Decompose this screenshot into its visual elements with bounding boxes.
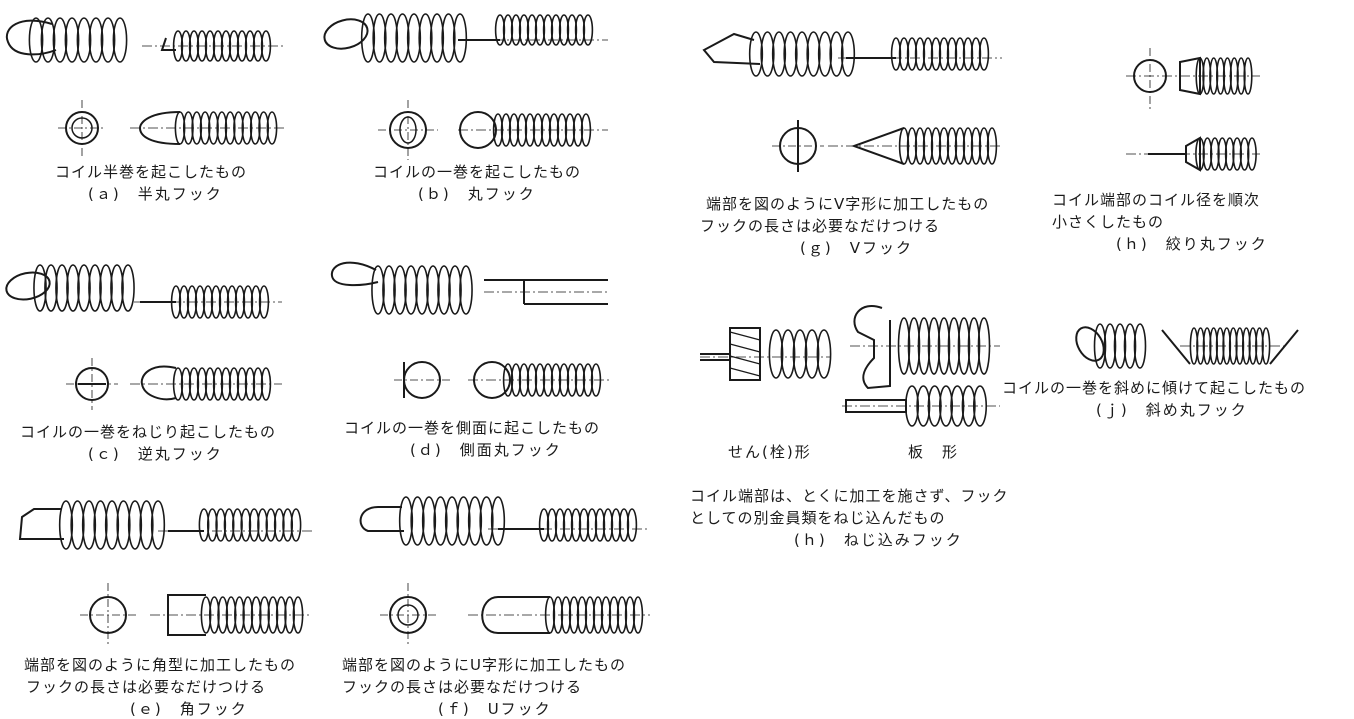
half-round-hook-drawing (5, 17, 285, 158)
tapered-coil-bottom (1126, 136, 1260, 172)
caption-line: 端部を図のようにU字形に加工したもの (342, 656, 626, 674)
coil-side-view (398, 496, 506, 546)
side-round-hook-drawing (330, 261, 610, 399)
plate-type (842, 305, 1000, 427)
coil-elevation (494, 14, 594, 46)
figure-g-v-hook: 端部を図のようにV字形に加工したもの フックの長さは必要なだけつける (ｇ) V… (690, 0, 1030, 270)
reduced-round-hook-drawing (1126, 48, 1260, 172)
screw-in-hook-drawing (700, 305, 1000, 427)
twisted-loop-hook (5, 271, 51, 301)
end-view (66, 358, 118, 410)
figure-j-inclined-round-hook: コイルの一巻を斜めに傾けて起こしたもの (ｊ) 斜め丸フック (1002, 300, 1354, 460)
figure-title: (ｈ) ねじ込みフック (794, 531, 963, 549)
caption-line: コイルの一巻をねじり起こしたもの (20, 423, 277, 441)
coil-side-view (371, 265, 473, 315)
caption-line: フックの長さは必要なだけつける (342, 678, 583, 696)
figure-a-half-round-hook: コイル半巻を起こしたもの (ａ) 半丸フック (0, 0, 300, 220)
caption-line: コイル端部は、とくに加工を施さず、フック (690, 487, 1009, 505)
inclined-round-hook-drawing (1075, 323, 1299, 369)
coil-section (768, 329, 832, 379)
end-view (772, 120, 824, 172)
caption-line: 端部を図のようにV字形に加工したもの (706, 195, 990, 213)
caption-line: コイルの一巻を側面に起こしたもの (344, 419, 601, 437)
figure-title: (ａ) 半丸フック (88, 185, 223, 203)
figure-title: (ｅ) 角フック (130, 700, 248, 718)
figure-e-square-hook: 端部を図のように角型に加工したもの フックの長さは必要なだけつける (ｅ) 角フ… (0, 475, 330, 719)
caption-line: としての別金員類をねじ込んだもの (690, 509, 946, 527)
figure-c-reverse-round-hook: コイルの一巻をねじり起こしたもの (ｃ) 逆丸フック (0, 250, 300, 470)
end-view (80, 583, 136, 647)
figure-d-side-round-hook: コイルの一巻を側面に起こしたもの (ｄ) 側面丸フック (318, 250, 638, 470)
inclined-loop-hook (1075, 326, 1105, 362)
figure-title: (ｈ) 絞り丸フック (1116, 235, 1268, 253)
plug-type (700, 327, 832, 381)
caption-line: 小さくしたもの (1052, 213, 1165, 231)
figure-title: (ｊ) 斜め丸フック (1096, 401, 1248, 419)
figure-title: (ｃ) 逆丸フック (88, 445, 223, 463)
figure-b-round-hook: コイルの一巻を起こしたもの (ｂ) 丸フック (318, 0, 638, 220)
end-view (58, 100, 106, 158)
square-loop-hook (18, 508, 64, 540)
figure-f-u-hook: 端部を図のようにU字形に加工したもの フックの長さは必要なだけつける (ｆ) U… (338, 475, 668, 719)
coil-side-view (1093, 323, 1147, 369)
end-view (394, 361, 452, 399)
round-hook-drawing (323, 13, 608, 160)
coil-elevation (538, 508, 638, 542)
coil-side-view (28, 17, 128, 63)
end-view (378, 100, 438, 160)
coil-side-view (748, 31, 856, 77)
figure-title: (ｄ) 側面丸フック (410, 441, 562, 459)
coil-elevation (198, 508, 302, 542)
half-loop-hook (5, 19, 57, 56)
figure-title: (ｇ) Vフック (800, 239, 913, 257)
plate-type-label: 板 形 (908, 443, 960, 461)
plug-type-label: せん(栓)形 (728, 443, 812, 461)
reverse-round-hook-drawing (5, 264, 282, 410)
figure-title: (ｂ) 丸フック (418, 185, 536, 203)
coil-side-view (58, 500, 166, 550)
coil-elevation-outline (484, 279, 610, 305)
coil-side-view (360, 13, 468, 63)
coil-side-view (33, 264, 135, 312)
figure-h-screw-in-hook: せん(栓)形 板 形 コイル端部は、とくに加工を施さず、フック としての別金員類… (690, 300, 1030, 560)
caption-line: コイルの一巻を斜めに傾けて起こしたもの (1002, 379, 1307, 397)
hook-stem (160, 37, 176, 51)
v-hook-drawing (702, 31, 1002, 172)
figure-h-reduced-round-hook: コイル端部のコイル径を順次 小さくしたもの (ｈ) 絞り丸フック (1030, 0, 1354, 270)
u-hook-drawing (359, 496, 650, 647)
caption-line: コイルの一巻を起こしたもの (373, 163, 582, 181)
coil-plan-view (200, 596, 304, 634)
u-loop-hook (359, 506, 404, 532)
round-loop-hook (323, 18, 369, 50)
caption-line: フックの長さは必要なだけつける (700, 217, 941, 235)
coil-elevation (890, 37, 990, 71)
square-hook-drawing (18, 500, 312, 647)
caption-line: コイル端部のコイル径を順次 (1052, 191, 1261, 209)
caption-line: コイル半巻を起こしたもの (55, 163, 248, 181)
tapered-coil-top (1126, 48, 1260, 112)
caption-line: 端部を図のように角型に加工したもの (24, 656, 297, 674)
caption-line: フックの長さは必要なだけつける (26, 678, 267, 696)
side-loop-hook (330, 261, 379, 287)
figure-title: (ｆ) Uフック (438, 700, 552, 718)
end-view (380, 583, 436, 647)
v-loop-hook (702, 32, 761, 65)
